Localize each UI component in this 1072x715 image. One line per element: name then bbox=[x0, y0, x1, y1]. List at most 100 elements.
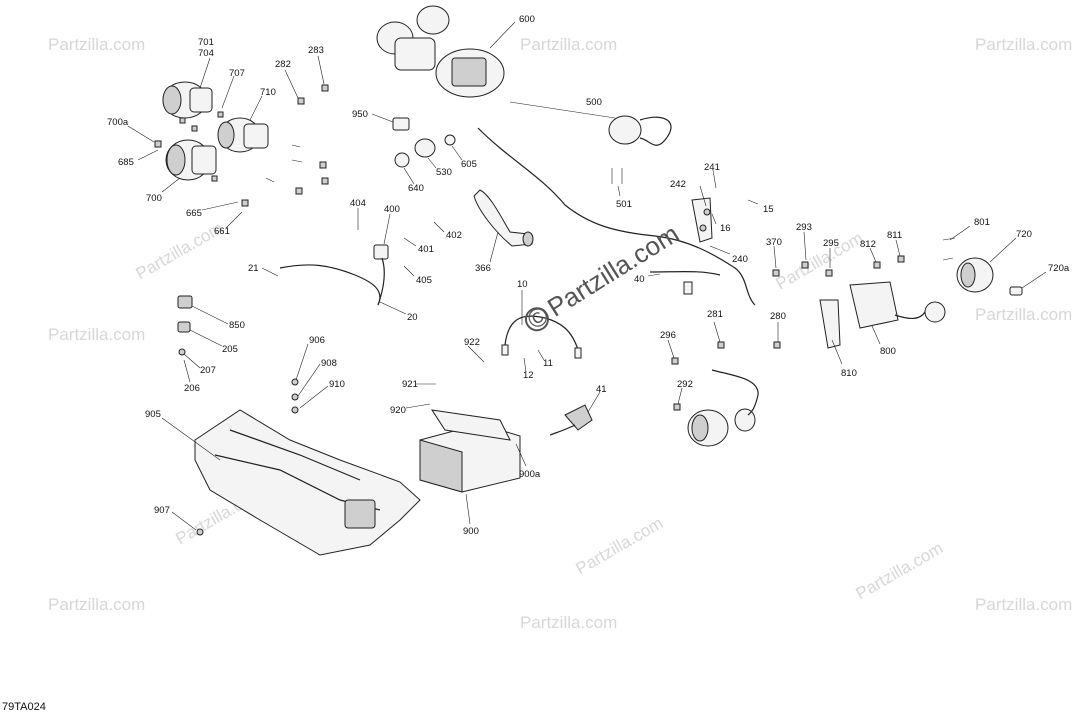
callout-404: 404 bbox=[350, 198, 366, 209]
hose-366 bbox=[473, 189, 534, 247]
watermark: Partzilla.com bbox=[853, 538, 947, 603]
light-292 bbox=[687, 369, 759, 447]
callout-40: 40 bbox=[634, 274, 645, 285]
small-parts-850 bbox=[177, 295, 299, 536]
battery-cable-20 bbox=[279, 244, 389, 306]
callout-906: 906 bbox=[309, 335, 325, 346]
callout-295: 295 bbox=[823, 238, 839, 249]
watermark: Partzilla.com bbox=[573, 513, 667, 578]
callout-15: 15 bbox=[763, 204, 774, 215]
callout-500: 500 bbox=[586, 97, 602, 108]
callout-801: 801 bbox=[974, 217, 990, 228]
callout-10: 10 bbox=[517, 279, 528, 290]
watermark: Partzilla.com bbox=[975, 305, 1072, 324]
callout-283: 283 bbox=[308, 45, 324, 56]
watermark-main: Partzilla.com bbox=[542, 218, 684, 322]
callout-810: 810 bbox=[841, 368, 857, 379]
callout-400: 400 bbox=[384, 204, 400, 215]
headlight-assembly-700 bbox=[165, 139, 217, 181]
callout-900a: 900a bbox=[519, 469, 541, 480]
callout-907: 907 bbox=[154, 505, 170, 516]
bracket-242 bbox=[691, 197, 713, 243]
callout-21: 21 bbox=[248, 263, 259, 274]
fasteners bbox=[154, 84, 329, 207]
watermark: Partzilla.com bbox=[975, 35, 1072, 54]
callout-640: 640 bbox=[408, 183, 424, 194]
light-710 bbox=[217, 117, 269, 153]
callout-240: 240 bbox=[732, 254, 748, 265]
callout-292: 292 bbox=[677, 379, 693, 390]
small-parts-950 bbox=[392, 117, 456, 168]
callout-501: 501 bbox=[616, 199, 632, 210]
throttle-assembly bbox=[376, 5, 450, 71]
callout-922: 922 bbox=[464, 337, 480, 348]
callout-800: 800 bbox=[880, 346, 896, 357]
module-600 bbox=[435, 48, 505, 98]
watermark: Partzilla.com bbox=[133, 218, 227, 283]
callout-296: 296 bbox=[660, 330, 676, 341]
callout-370: 370 bbox=[766, 237, 782, 248]
cable-41 bbox=[549, 404, 593, 436]
callout-205: 205 bbox=[222, 344, 238, 355]
callout-293: 293 bbox=[796, 222, 812, 233]
watermark: Partzilla.com bbox=[520, 35, 617, 54]
watermark: Partzilla.com bbox=[48, 35, 145, 54]
leader-lines bbox=[127, 21, 1047, 531]
watermark: Partzilla.com bbox=[773, 228, 867, 293]
callout-41: 41 bbox=[596, 384, 607, 395]
callout-850: 850 bbox=[229, 320, 245, 331]
callout-920: 920 bbox=[390, 405, 406, 416]
callout-401: 401 bbox=[418, 244, 434, 255]
callout-908: 908 bbox=[321, 358, 337, 369]
callout-242: 242 bbox=[670, 179, 686, 190]
callout-950: 950 bbox=[352, 109, 368, 120]
callout-704: 704 bbox=[198, 48, 214, 59]
callout-530: 530 bbox=[436, 167, 452, 178]
watermark: Partzilla.com bbox=[975, 595, 1072, 614]
light-720 bbox=[956, 257, 1023, 296]
battery-900 bbox=[419, 409, 521, 493]
callout-661: 661 bbox=[214, 226, 230, 237]
callout-16: 16 bbox=[720, 223, 731, 234]
callout-685: 685 bbox=[118, 157, 134, 168]
callout-11: 11 bbox=[543, 358, 553, 369]
watermark: Partzilla.com bbox=[520, 613, 617, 632]
callout-labels: 701 704 707 710 700a 685 700 665 661 282… bbox=[107, 14, 1070, 537]
callout-811: 811 bbox=[887, 230, 902, 241]
callout-921: 921 bbox=[402, 379, 418, 390]
callout-720: 720 bbox=[1016, 229, 1032, 240]
callout-206: 206 bbox=[184, 383, 200, 394]
module-800 bbox=[819, 281, 946, 349]
callout-605: 605 bbox=[461, 159, 477, 170]
cable-10 bbox=[501, 315, 582, 359]
callout-402: 402 bbox=[446, 230, 462, 241]
callout-700: 700 bbox=[146, 193, 162, 204]
callout-207: 207 bbox=[200, 365, 216, 376]
battery-tray-905 bbox=[194, 409, 421, 556]
callout-710: 710 bbox=[260, 87, 276, 98]
parts-layer bbox=[154, 5, 1023, 556]
watermark: Partzilla.com bbox=[48, 595, 145, 614]
callout-282: 282 bbox=[275, 59, 291, 70]
watermark: Partzilla.com bbox=[48, 325, 145, 344]
callout-600: 600 bbox=[519, 14, 535, 25]
callout-812: 812 bbox=[860, 239, 876, 250]
callout-280: 280 bbox=[770, 311, 786, 322]
figure-code: 79TA024 bbox=[2, 701, 46, 713]
callout-20: 20 bbox=[407, 312, 418, 323]
center-watermark: © Partzilla.com bbox=[522, 218, 684, 335]
right-fasteners bbox=[611, 168, 956, 411]
callout-665: 665 bbox=[186, 208, 202, 219]
watermark-layer: Partzilla.com Partzilla.com Partzilla.co… bbox=[48, 35, 1072, 632]
callout-366: 366 bbox=[475, 263, 491, 274]
headlight-assembly-701 bbox=[162, 81, 213, 119]
callout-241: 241 bbox=[704, 162, 720, 173]
callout-720a: 720a bbox=[1048, 263, 1070, 274]
callout-12: 12 bbox=[523, 370, 534, 381]
callout-281: 281 bbox=[707, 309, 723, 320]
callout-900: 900 bbox=[463, 526, 479, 537]
callout-405: 405 bbox=[416, 275, 432, 286]
callout-700a: 700a bbox=[107, 117, 129, 128]
pump-500 bbox=[608, 115, 672, 146]
